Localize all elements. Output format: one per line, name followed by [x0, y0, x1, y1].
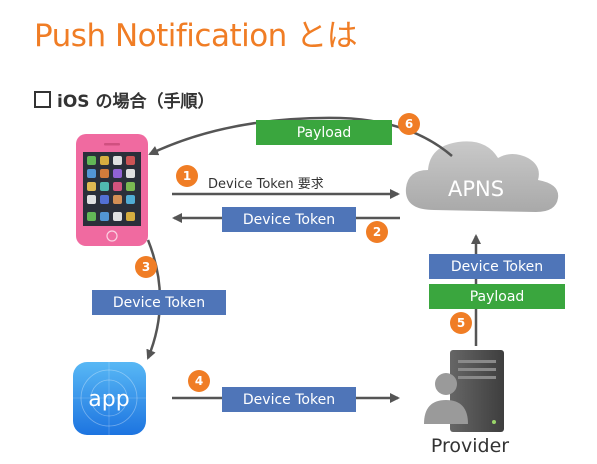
label-token-from-apns: Device Token — [222, 207, 356, 232]
label-token-provider-apns: Device Token — [429, 254, 565, 279]
apns-label: APNS — [448, 177, 504, 201]
section-heading: iOS の場合（手順） — [34, 87, 214, 112]
label-payload-top-text: Payload — [297, 125, 352, 141]
provider-server-icon: Provider — [424, 350, 509, 457]
step-badge-2-text: 2 — [373, 225, 381, 239]
label-token-to-provider-text: Device Token — [243, 392, 335, 408]
label-token-to-app-text: Device Token — [113, 295, 205, 311]
iphone-icon — [76, 134, 148, 246]
step-badge-5: 5 — [450, 312, 472, 334]
label-token-to-app: Device Token — [92, 290, 226, 315]
apns-cloud-icon: APNS — [405, 141, 559, 212]
label-payload-provider-apns: Payload — [429, 284, 565, 309]
app-icon: app — [73, 362, 146, 435]
checkbox-icon — [34, 91, 51, 108]
step-badge-1: 1 — [176, 165, 198, 187]
step-badge-1-text: 1 — [183, 169, 191, 183]
arrow-apns-to-iphone — [148, 116, 453, 157]
step-badge-4: 4 — [188, 370, 210, 392]
provider-label: Provider — [431, 435, 509, 457]
label-payload-provider-apns-text: Payload — [470, 289, 525, 305]
step-badge-3-text: 3 — [142, 260, 150, 274]
step-badge-4-text: 4 — [195, 374, 203, 388]
step-badge-5-text: 5 — [457, 316, 465, 330]
step-badge-6: 6 — [398, 113, 420, 135]
label-token-to-provider: Device Token — [222, 387, 356, 412]
step-badge-2: 2 — [366, 221, 388, 243]
step-badge-3: 3 — [135, 256, 157, 278]
label-payload-top: Payload — [256, 120, 392, 145]
label-token-provider-apns-text: Device Token — [451, 259, 543, 275]
step-badge-6-text: 6 — [405, 117, 413, 131]
page-title: Push Notification とは — [34, 18, 358, 54]
label-token-request: Device Token 要求 — [208, 177, 324, 192]
section-heading-text: iOS の場合（手順） — [57, 92, 215, 112]
app-label: app — [88, 387, 129, 412]
label-token-from-apns-text: Device Token — [243, 212, 335, 228]
